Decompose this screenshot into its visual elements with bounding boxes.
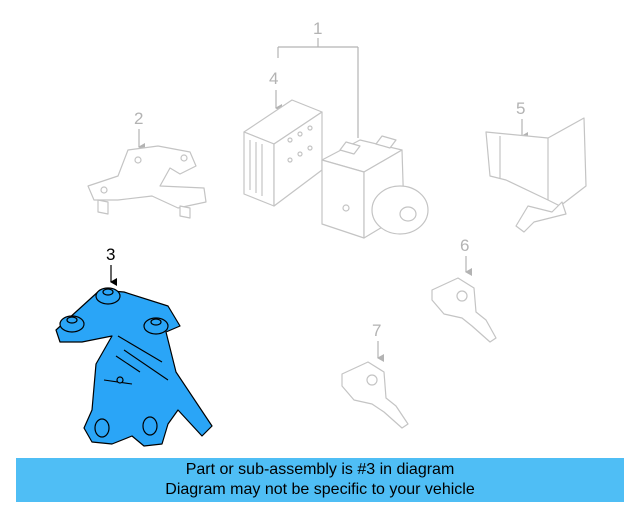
callout-4-label: 4 <box>269 69 278 88</box>
callout-3-label: 3 <box>106 245 115 264</box>
banner-line-2: Diagram may not be specific to your vehi… <box>165 481 475 498</box>
part-7-sensor[interactable] <box>341 361 409 429</box>
part-5-mounting-plate[interactable] <box>485 117 587 233</box>
part-1-abs-unit[interactable] <box>321 135 429 239</box>
callout-3[interactable]: 3 <box>106 245 117 286</box>
part-3-bracket-highlighted[interactable] <box>55 287 213 447</box>
callout-4[interactable]: 4 <box>269 69 282 112</box>
callout-1[interactable]: 1 <box>277 19 359 138</box>
banner-line-1: Part or sub-assembly is #3 in diagram <box>185 461 455 478</box>
callout-5-label: 5 <box>516 99 525 118</box>
callout-6[interactable]: 6 <box>460 236 472 276</box>
callout-5[interactable]: 5 <box>516 99 528 140</box>
callout-2[interactable]: 2 <box>134 109 145 151</box>
parts-diagram: 1 4 2 <box>55 19 587 447</box>
callout-7[interactable]: 7 <box>372 321 384 362</box>
callout-6-label: 6 <box>460 236 469 255</box>
info-banner: Part or sub-assembly is #3 in diagram Di… <box>16 458 624 502</box>
callout-7-label: 7 <box>372 321 381 340</box>
part-6-sensor[interactable] <box>431 277 497 343</box>
part-2-bracket[interactable] <box>87 145 207 219</box>
part-4-control-module[interactable] <box>243 99 323 207</box>
callout-2-label: 2 <box>134 109 143 128</box>
callout-1-label: 1 <box>313 19 322 38</box>
